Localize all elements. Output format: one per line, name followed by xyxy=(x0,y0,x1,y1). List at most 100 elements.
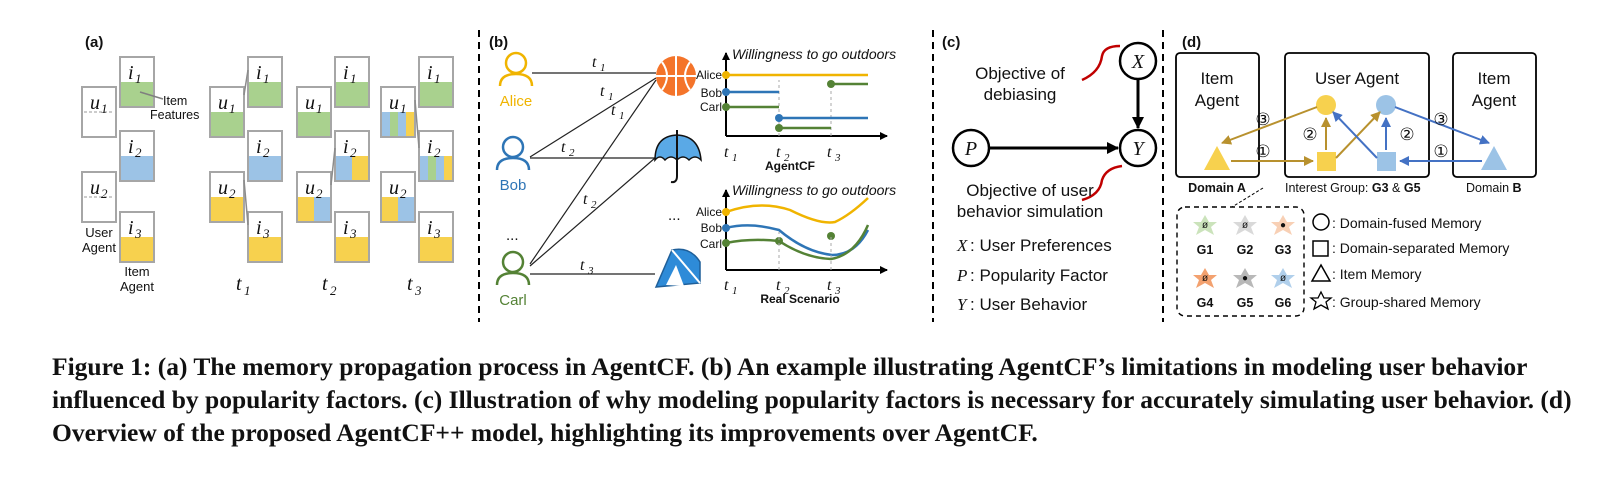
svg-text:t: t xyxy=(724,144,729,161)
basketball-icon xyxy=(656,56,696,96)
svg-text:i: i xyxy=(343,217,349,239)
svg-text:●: ● xyxy=(1280,220,1286,231)
svg-text:P: P xyxy=(964,138,977,160)
svg-text:t: t xyxy=(611,102,616,119)
simulation-bracket xyxy=(1081,164,1123,202)
svg-text:G3: G3 xyxy=(1275,243,1292,257)
person-icon-alice xyxy=(498,51,534,87)
svg-text:t: t xyxy=(236,273,242,295)
item-features-pointer xyxy=(139,91,164,100)
svg-text:2: 2 xyxy=(591,199,597,211)
svg-text:3: 3 xyxy=(834,152,841,164)
legend-square-icon xyxy=(1312,240,1329,257)
svg-text:2: 2 xyxy=(569,147,575,159)
items-ellipsis: ... xyxy=(668,207,681,224)
svg-text:2: 2 xyxy=(784,285,790,297)
svg-text:●: ● xyxy=(1242,273,1248,284)
group-g3-icon: ● xyxy=(1271,215,1295,235)
user-agent-box xyxy=(1284,52,1430,178)
svg-text:t: t xyxy=(724,277,729,294)
svg-text:3: 3 xyxy=(134,226,142,241)
svg-text:2: 2 xyxy=(400,186,407,201)
svg-text:2: 2 xyxy=(263,145,270,160)
panel-a: (a) u 1 u 2 User Agent i 1 Item Features xyxy=(81,34,454,298)
step-1-right: ① xyxy=(1433,142,1448,161)
svg-text:P: P xyxy=(956,266,967,285)
svg-text:t: t xyxy=(776,144,781,161)
svg-text:t: t xyxy=(322,273,328,295)
user-agent-label-line1: User xyxy=(85,225,113,240)
svg-text:i: i xyxy=(427,136,433,158)
item-memory-triangle-a xyxy=(1204,146,1230,170)
svg-text:1: 1 xyxy=(244,283,251,298)
svg-text:t: t xyxy=(592,54,597,71)
panel-c-label: (c) xyxy=(942,34,960,51)
separated-memory-square-b xyxy=(1377,152,1396,171)
svg-text:2: 2 xyxy=(101,186,108,201)
svg-text:t: t xyxy=(407,273,413,295)
step-3-left: ③ xyxy=(1255,110,1270,129)
interest-group-label: Interest Group: G3 & G5 xyxy=(1285,181,1421,195)
svg-text:1: 1 xyxy=(350,71,357,86)
svg-text:1: 1 xyxy=(608,91,614,103)
svg-text:1: 1 xyxy=(619,110,625,122)
fused-memory-circle-a xyxy=(1316,95,1336,115)
svg-text:Y: Y xyxy=(957,295,968,314)
legend-x-text: : User Preferences xyxy=(970,236,1112,255)
svg-text:ø: ø xyxy=(1280,273,1286,284)
group-g5-icon: ● xyxy=(1233,268,1257,288)
svg-text:X: X xyxy=(1131,51,1145,73)
svg-text:2: 2 xyxy=(135,145,142,160)
panel-b: (b) Alice Bob ... Carl t 1 t 1 t 1 xyxy=(489,34,896,309)
item-memory-triangle-b xyxy=(1481,146,1507,170)
svg-text:t: t xyxy=(580,257,585,274)
group-g4-icon: ø xyxy=(1193,268,1217,288)
svg-text:G6: G6 xyxy=(1275,296,1292,310)
svg-text:t: t xyxy=(600,83,605,100)
svg-text:1: 1 xyxy=(600,62,606,74)
domain-a-label: Domain A xyxy=(1188,181,1246,195)
svg-text:G2: G2 xyxy=(1237,243,1254,257)
svg-text:t: t xyxy=(827,144,832,161)
tent-icon xyxy=(654,248,701,288)
timestep-t3: u 1 u 2 i 1 i 2 i 3 t 3 xyxy=(380,56,454,298)
svg-text:u: u xyxy=(305,92,315,114)
chart-real-scenario: Willingness to go outdoors Alice Bob Car… xyxy=(696,182,896,306)
svg-text:ø: ø xyxy=(1242,220,1248,231)
svg-text:Y: Y xyxy=(1132,138,1145,160)
item-agent-label-line1: Item xyxy=(124,264,149,279)
item-features-line2: Features xyxy=(150,108,199,122)
user-agent-title: User Agent xyxy=(1315,69,1399,88)
legend-item-text: : Item Memory xyxy=(1332,266,1421,282)
legend-separated-text: : Domain-separated Memory xyxy=(1332,240,1509,256)
y-label-bob-top: Bob xyxy=(701,86,723,100)
svg-text:t: t xyxy=(776,277,781,294)
svg-text:u: u xyxy=(90,177,100,199)
chart-name-real-scenario: Real Scenario xyxy=(760,292,839,306)
svg-text:1: 1 xyxy=(263,71,270,86)
person-label-alice: Alice xyxy=(500,93,533,110)
separated-memory-square-a xyxy=(1317,152,1336,171)
svg-text:t: t xyxy=(561,139,566,156)
svg-text:2: 2 xyxy=(316,186,323,201)
svg-text:u: u xyxy=(389,92,399,114)
svg-text:u: u xyxy=(218,177,228,199)
chart-name-agentcf: AgentCF xyxy=(765,159,815,173)
item-agent-box-b xyxy=(1452,52,1537,178)
svg-text:u: u xyxy=(305,177,315,199)
legend-y-text: : User Behavior xyxy=(970,295,1087,314)
person-icon-carl xyxy=(495,250,531,286)
svg-text:1: 1 xyxy=(101,101,108,116)
svg-text:1: 1 xyxy=(316,101,323,116)
legend-p-text: : Popularity Factor xyxy=(970,266,1108,285)
debias-label-line2: debiasing xyxy=(984,85,1057,104)
svg-text:1: 1 xyxy=(732,285,738,297)
person-icon-bob xyxy=(495,135,531,171)
svg-text:i: i xyxy=(256,62,262,84)
svg-text:Item: Item xyxy=(1200,69,1233,88)
node-y: Y xyxy=(1118,128,1158,168)
svg-text:3: 3 xyxy=(587,265,594,277)
svg-text:i: i xyxy=(128,136,134,158)
svg-text:1: 1 xyxy=(229,101,236,116)
group-g1-icon: ø xyxy=(1193,215,1217,235)
